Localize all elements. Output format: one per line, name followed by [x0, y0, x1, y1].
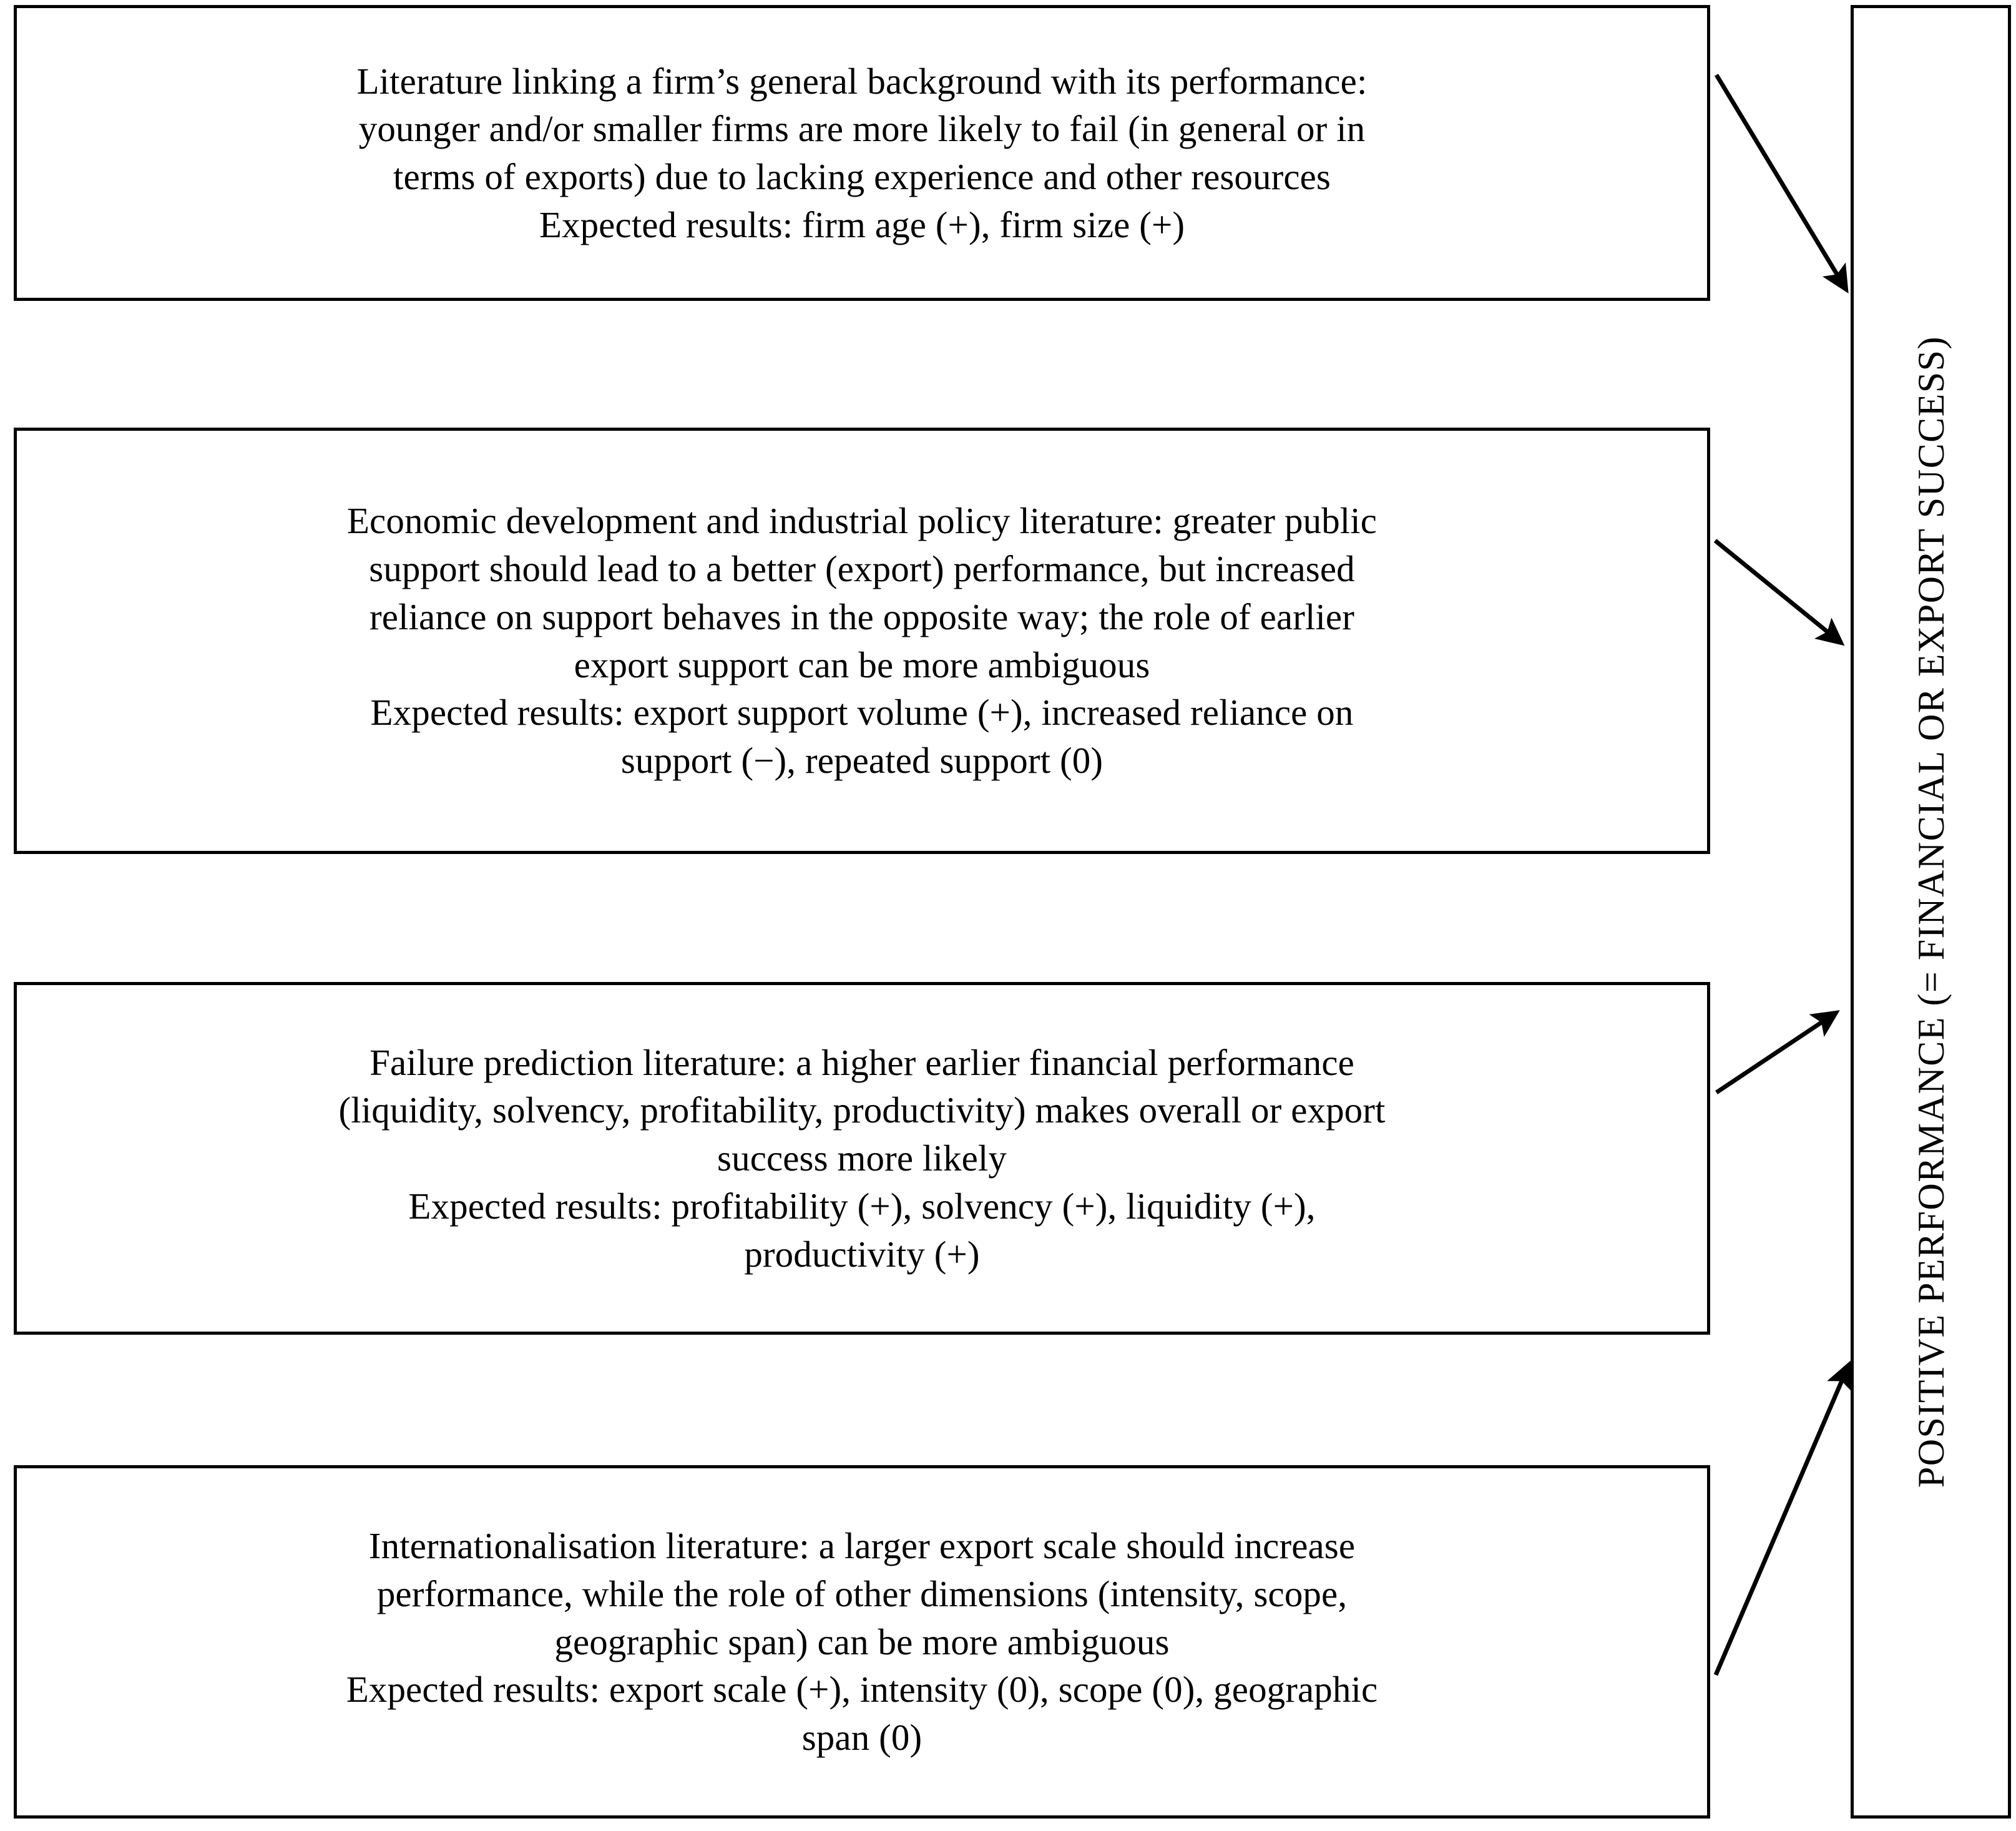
- box3-line-2: (liquidity, solvency, profitability, pro…: [338, 1089, 1386, 1131]
- box4-line-4: Expected results: export scale (+), inte…: [346, 1669, 1378, 1711]
- box1-line-2: younger and/or smaller firms are more li…: [358, 108, 1366, 150]
- box1-line-3: terms of exports) due to lacking experie…: [393, 156, 1331, 197]
- outcome-panel-positive-performance: POSITIVE PERFORMANCE (= FINANCIAL OR EXP…: [1851, 5, 2011, 1819]
- box2-line-3: reliance on support behaves in the oppos…: [369, 596, 1354, 637]
- box3-line-4: Expected results: profitability (+), sol…: [408, 1185, 1316, 1227]
- literature-box-internationalisation: Internationalisation literature: a large…: [14, 1465, 1710, 1819]
- arrow-from-economic-development: [1713, 539, 1845, 646]
- arrow-from-failure-prediction: [1715, 1010, 1840, 1094]
- box2-line-4: export support can be more ambiguous: [574, 644, 1150, 685]
- box3-line-3: success more likely: [717, 1137, 1007, 1179]
- box4-line-1: Internationalisation literature: a large…: [368, 1525, 1356, 1567]
- box4-line-5: span (0): [801, 1717, 922, 1759]
- box1-line-4: Expected results: firm age (+), firm siz…: [539, 204, 1185, 245]
- literature-box-firm-background: Literature linking a firm’s general back…: [14, 5, 1710, 301]
- arrow-from-internationalisation: [1713, 1360, 1852, 1676]
- literature-box-economic-development-industrial-policy: Economic development and industrial poli…: [14, 428, 1710, 854]
- box3-line-5: productivity (+): [744, 1233, 980, 1275]
- box2-line-6: support (−), repeated support (0): [620, 739, 1103, 781]
- outcome-panel-label: POSITIVE PERFORMANCE (= FINANCIAL OR EXP…: [1910, 335, 1952, 1488]
- box3-line-1: Failure prediction literature: a higher …: [369, 1041, 1354, 1083]
- box2-line-5: Expected results: export support volume …: [370, 692, 1354, 734]
- box4-line-2: performance, while the role of other dim…: [376, 1573, 1348, 1614]
- arrow-from-firm-background: [1715, 74, 1849, 293]
- literature-box-failure-prediction: Failure prediction literature: a higher …: [14, 982, 1710, 1335]
- box4-line-3: geographic span) can be more ambiguous: [554, 1621, 1170, 1662]
- box2-line-1: Economic development and industrial poli…: [346, 500, 1377, 542]
- box2-line-2: support should lead to a better (export)…: [369, 548, 1355, 590]
- box1-line-1: Literature linking a firm’s general back…: [356, 60, 1368, 102]
